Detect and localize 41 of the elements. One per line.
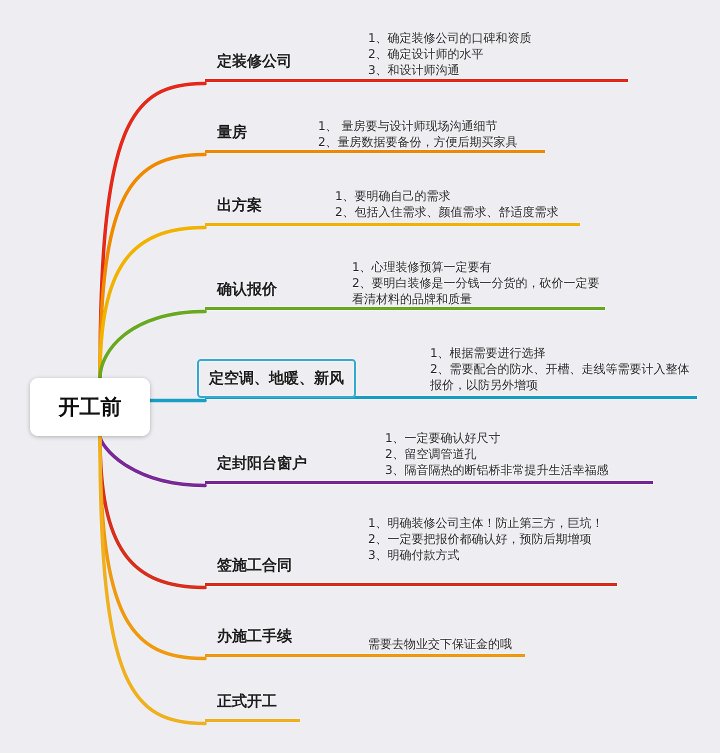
root-box — [30, 378, 150, 436]
note-text: 2、量房数据要备份，方便后期买家具 — [318, 134, 519, 150]
note-text: 3、和设计师沟通 — [368, 62, 461, 78]
branch-topic — [205, 259, 605, 310]
branch-label: 量房 — [217, 123, 247, 142]
note-text: 1、明确装修公司主体！防止第三方，巨坑！ — [368, 515, 605, 531]
branch-topic — [205, 30, 628, 82]
branch-curve — [98, 434, 207, 726]
note-text: 需要去物业交下保证金的哦 — [368, 636, 513, 652]
branch-label: 定装修公司 — [217, 52, 292, 71]
note-text: 1、确定装修公司的口碑和资质 — [368, 30, 533, 46]
branch-label: 签施工合同 — [217, 556, 292, 575]
branch-curve — [148, 398, 207, 402]
branch-label: 定封阳台窗户 — [217, 454, 307, 473]
note-text: 2、留空调管道孔 — [385, 446, 478, 462]
branch-label: 出方案 — [217, 196, 262, 215]
branch-label: 办施工手续 — [217, 627, 292, 646]
note-text: 2、包括入住需求、颜值需求、舒适度需求 — [335, 204, 560, 220]
note-text: 2、要明白装修是一分钱一分货的，砍价一定要看清材料的品牌和质量 — [352, 275, 601, 307]
branch-curve — [98, 310, 207, 380]
branch-topic — [205, 430, 653, 484]
branch-topic — [205, 515, 617, 586]
branch-topic — [205, 118, 545, 153]
note-text: 1、 量房要与设计师现场沟通细节 — [318, 118, 498, 134]
branch-topic — [205, 692, 300, 722]
branch-label: 定空调、地暖、新风 — [197, 359, 356, 398]
branch-curve — [98, 226, 207, 380]
branch-label: 正式开工 — [217, 692, 277, 711]
branch-label: 确认报价 — [217, 280, 277, 299]
note-text: 1、根据需要进行选择 — [430, 345, 547, 361]
note-text: 1、一定要确认好尺寸 — [385, 430, 502, 446]
root-title: 开工前 — [58, 394, 122, 421]
note-text: 3、明确付款方式 — [368, 547, 461, 563]
note-text: 1、要明确自己的需求 — [335, 188, 452, 204]
note-text: 3、隔音隔热的断铝桥非常提升生活幸福感 — [385, 462, 610, 478]
branch-curve — [98, 152, 207, 380]
note-text: 2、需要配合的防水、开槽、走线等需要计入整体报价，以防另外增项 — [430, 361, 691, 393]
note-text: 2、确定设计师的水平 — [368, 46, 485, 62]
note-text: 1、心理装修预算一定要有 — [352, 259, 493, 275]
note-text: 2、一定要把报价都确认好，预防后期增项 — [368, 531, 593, 547]
branch-topic — [205, 188, 580, 226]
